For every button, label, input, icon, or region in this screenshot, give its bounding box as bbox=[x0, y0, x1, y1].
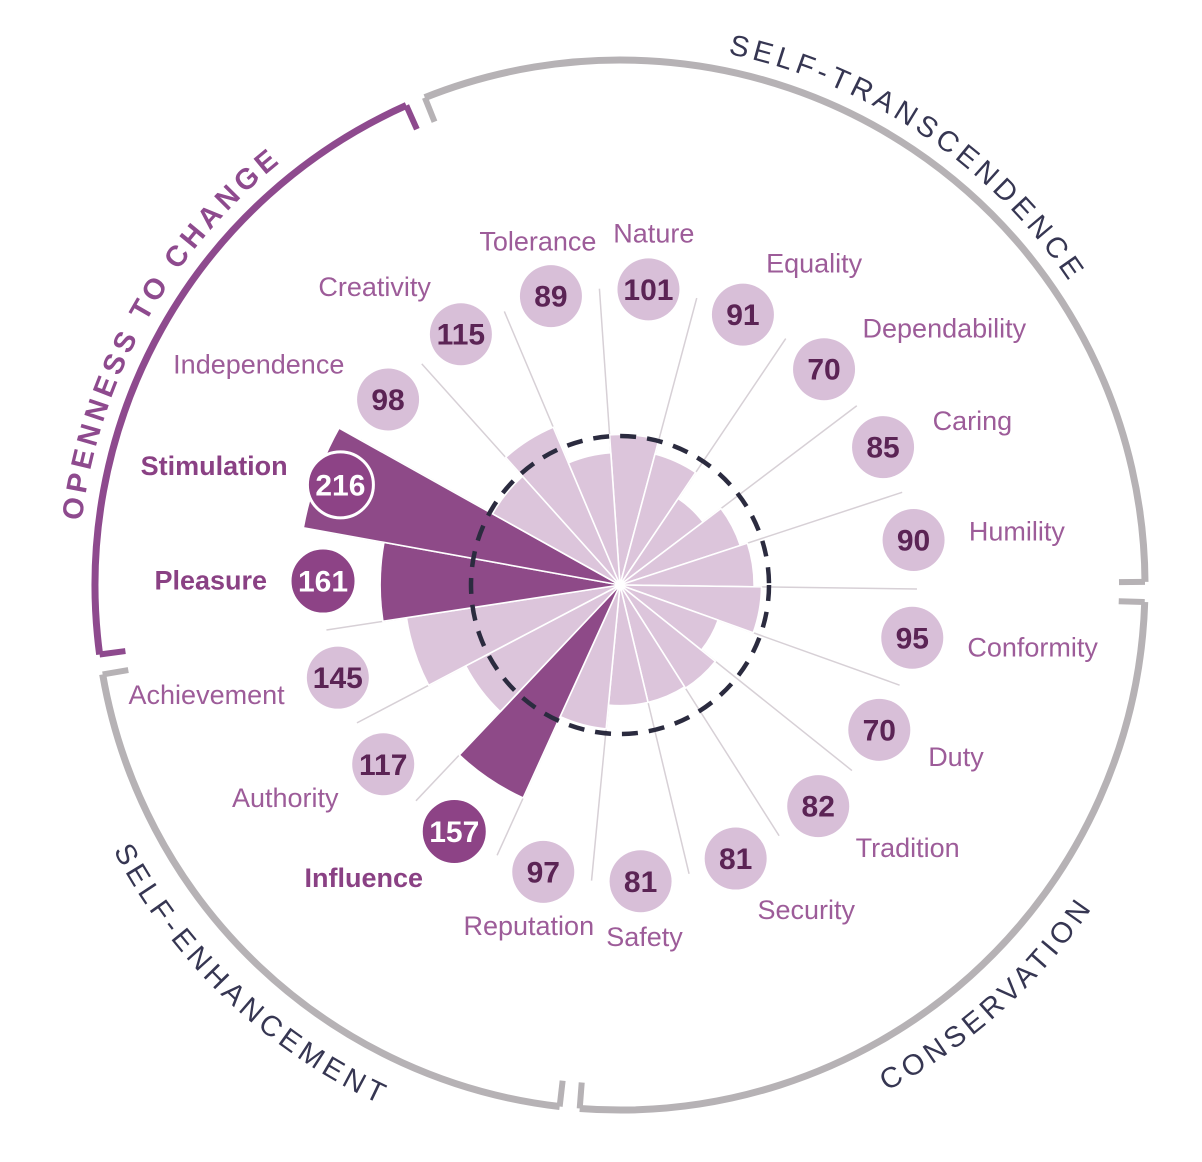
value-labels: NatureEqualityDependabilityCaringHumilit… bbox=[129, 219, 1099, 953]
score-bubble-independence[interactable] bbox=[357, 368, 420, 431]
score-value-safety: 81 bbox=[624, 866, 657, 899]
value-label-dependability: Dependability bbox=[863, 313, 1027, 343]
score-value-conformity: 95 bbox=[896, 622, 929, 655]
value-wedge-influence bbox=[458, 584, 621, 799]
score-bubble-authority[interactable] bbox=[352, 733, 415, 796]
value-label-tradition: Tradition bbox=[856, 833, 960, 863]
score-bubble-safety[interactable] bbox=[609, 850, 672, 913]
score-value-equality: 91 bbox=[726, 299, 759, 332]
score-bubble-pleasure[interactable] bbox=[288, 546, 358, 616]
value-label-tolerance: Tolerance bbox=[479, 227, 596, 257]
score-bubble-dependability[interactable] bbox=[793, 338, 856, 401]
group-arcs bbox=[91, 56, 1149, 1114]
score-bubble-conformity[interactable] bbox=[881, 606, 944, 669]
score-value-stimulation: 216 bbox=[315, 469, 365, 502]
score-value-creativity: 115 bbox=[437, 319, 485, 352]
score-bubble-humility[interactable] bbox=[882, 509, 945, 572]
value-label-authority: Authority bbox=[232, 783, 339, 813]
value-label-stimulation: Stimulation bbox=[141, 451, 288, 481]
score-value-independence: 98 bbox=[371, 384, 404, 417]
score-value-influence: 157 bbox=[429, 816, 479, 849]
reference-circle bbox=[468, 433, 772, 737]
group-arc-self-transcendence bbox=[423, 56, 1149, 582]
value-label-influence: Influence bbox=[304, 863, 423, 893]
value-label-safety: Safety bbox=[606, 922, 683, 952]
group-arc-end-tick bbox=[99, 648, 126, 658]
value-wedge-tradition bbox=[619, 584, 717, 689]
score-value-humility: 90 bbox=[897, 525, 930, 558]
score-bubble-achievement[interactable] bbox=[306, 646, 369, 709]
value-label-pleasure: Pleasure bbox=[154, 565, 267, 595]
group-arc-end-tick bbox=[422, 96, 438, 123]
score-bubbles: 101 91 70 85 90 95 70 82 81 81 97 157 117 145 161 216 98… bbox=[288, 258, 945, 913]
value-label-security: Security bbox=[757, 895, 855, 925]
score-value-caring: 85 bbox=[866, 432, 899, 465]
value-label-reputation: Reputation bbox=[463, 911, 594, 941]
score-value-dependability: 70 bbox=[807, 354, 840, 387]
group-arc-end-tick bbox=[102, 667, 129, 678]
score-value-achievement: 145 bbox=[313, 662, 363, 695]
score-bubble-reputation[interactable] bbox=[512, 840, 575, 903]
group-label-conservation: CONSERVATION bbox=[874, 891, 1099, 1098]
score-bubble-tradition[interactable] bbox=[787, 775, 850, 838]
value-label-humility: Humility bbox=[969, 517, 1066, 547]
value-label-conformity: Conformity bbox=[967, 633, 1098, 663]
score-bubble-security[interactable] bbox=[704, 827, 767, 890]
value-label-caring: Caring bbox=[933, 406, 1013, 436]
score-value-tolerance: 89 bbox=[534, 281, 567, 314]
group-arc-end-tick bbox=[1118, 598, 1145, 606]
value-label-nature: Nature bbox=[613, 219, 694, 249]
group-arc-end-tick bbox=[576, 1082, 585, 1109]
group-arc-self-enhancement bbox=[99, 673, 561, 1110]
score-value-authority: 117 bbox=[359, 749, 407, 782]
score-value-nature: 101 bbox=[623, 274, 673, 307]
score-value-tradition: 82 bbox=[802, 791, 835, 824]
score-value-security: 81 bbox=[719, 843, 752, 876]
score-value-reputation: 97 bbox=[527, 856, 560, 889]
group-arc-end-tick bbox=[556, 1080, 566, 1107]
reference-circle-group bbox=[468, 433, 772, 737]
score-value-pleasure: 161 bbox=[298, 566, 348, 599]
score-bubble-duty[interactable] bbox=[848, 698, 911, 761]
value-label-independence: Independence bbox=[173, 349, 344, 379]
score-bubble-influence[interactable] bbox=[419, 796, 489, 866]
score-bubble-tolerance[interactable] bbox=[519, 265, 582, 328]
score-bubble-equality[interactable] bbox=[711, 283, 774, 346]
value-label-equality: Equality bbox=[766, 249, 863, 279]
group-arc-end-tick bbox=[403, 104, 420, 131]
value-wedge-tolerance bbox=[567, 451, 621, 586]
value-wedge-creativity bbox=[504, 426, 621, 586]
value-label-creativity: Creativity bbox=[318, 272, 431, 302]
value-label-duty: Duty bbox=[928, 742, 984, 772]
score-bubble-stimulation[interactable] bbox=[305, 450, 375, 520]
value-label-achievement: Achievement bbox=[129, 680, 286, 710]
score-value-duty: 70 bbox=[863, 714, 896, 747]
score-bubble-caring[interactable] bbox=[852, 416, 915, 479]
value-wedge-equality bbox=[619, 453, 697, 586]
score-bubble-creativity[interactable] bbox=[429, 303, 492, 366]
group-arc-openness to change bbox=[91, 102, 408, 655]
score-wedges bbox=[302, 426, 763, 799]
group-arc-conservation bbox=[579, 601, 1149, 1114]
score-bubble-nature[interactable] bbox=[617, 258, 680, 321]
